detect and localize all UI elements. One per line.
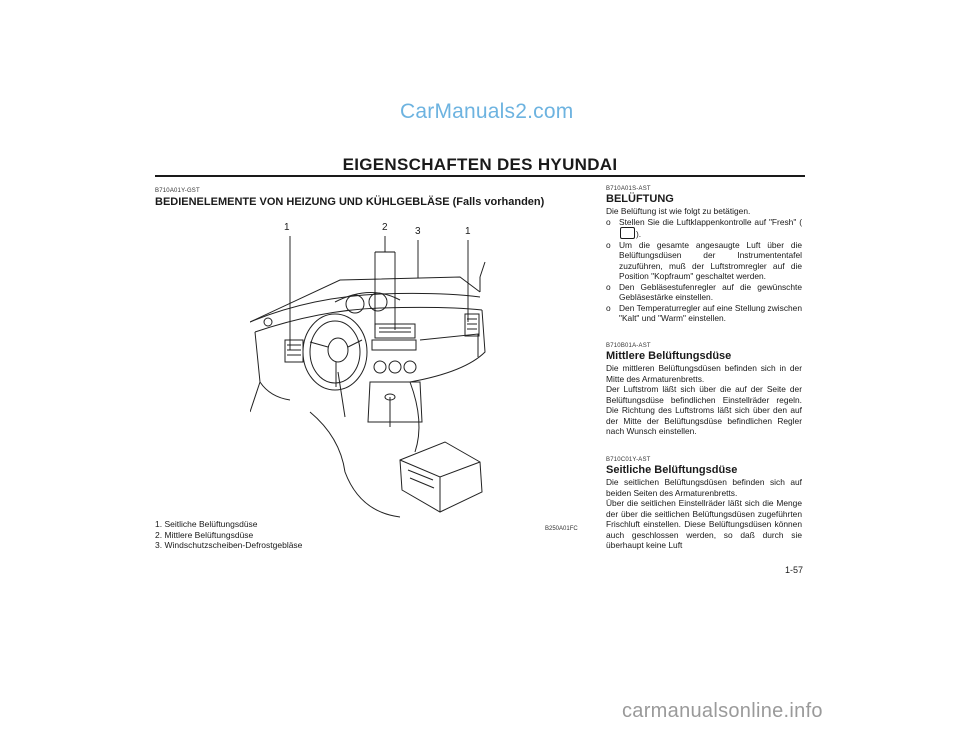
bullet-mark: o (606, 281, 611, 292)
header-divider (155, 175, 805, 177)
section-code: B710C01Y-AST (606, 457, 651, 463)
figure-code: B250A01FC (545, 526, 578, 532)
page-number: 1-57 (785, 565, 804, 575)
bullet-text-end: ). (636, 229, 642, 239)
dashboard-drawing (249, 236, 486, 518)
bullet-item: o Den Temperaturregler auf eine Stellung… (606, 303, 802, 324)
bullet-mark: o (606, 216, 611, 227)
bullet-text: Den Gebläsestufenregler auf die gewünsch… (619, 281, 802, 303)
bullet-text: Den Temperaturregler auf eine Stellung z… (619, 302, 802, 324)
legend-item: 1. Seitliche Belüftungsdüse (155, 519, 258, 529)
section-heading: Mittlere Belüftungsdüse (606, 350, 732, 362)
watermark-logo-top: CarManuals2.com (400, 100, 574, 123)
bullet-item: o Um die gesamte angesaugte Luft über di… (606, 240, 802, 282)
section-heading: BEDIENELEMENTE VON HEIZUNG UND KÜHLGEBLÄ… (155, 196, 545, 208)
legend-item: 2. Mittlere Belüftungsdüse (155, 529, 254, 540)
section-code: B710A01S-AST (606, 186, 651, 192)
callout-label: 1 (284, 222, 290, 233)
bullet-mark: o (606, 302, 611, 313)
section-seitliche-duese: B710C01Y-AST Seitliche Belüftungsdüse Di… (606, 457, 802, 551)
bullet-text: Um die gesamte angesaugte Luft über die … (619, 239, 802, 282)
bullet-item: o Den Gebläsestufenregler auf die gewüns… (606, 282, 802, 303)
page-header-title: EIGENSCHAFTEN DES HYUNDAI (342, 155, 618, 174)
section-mittlere-duese: B710B01A-AST Mittlere Belüftungsdüse Die… (606, 343, 802, 437)
callout-label: 3 (415, 226, 421, 237)
section-body: Die seitlichen Belüftungsdüsen befinden … (606, 477, 802, 550)
callout-label: 2 (382, 222, 388, 233)
section-belueftung: B710A01S-AST BELÜFTUNG Die Belüftung ist… (606, 186, 802, 324)
bullet-item: o Stellen Sie die Luftklappenkontrolle a… (606, 217, 802, 240)
section-heading: Seitliche Belüftungsdüse (606, 464, 738, 476)
bullet-mark: o (606, 239, 611, 250)
section-code: B710B01A-AST (606, 343, 651, 349)
bullet-text: Stellen Sie die Luftklappenkontrolle auf… (619, 216, 802, 227)
dashboard-illustration: 1 2 3 1 (249, 222, 550, 522)
section-code: B710A01Y-GST (155, 188, 200, 194)
section-body: Die mittleren Belüftungsdüsen befinden s… (606, 363, 802, 436)
fresh-air-icon (620, 227, 635, 239)
legend-item: 3. Windschutzscheiben-Defrostgebläse (155, 540, 303, 551)
section-heading: BELÜFTUNG (606, 193, 674, 205)
watermark-logo-bottom: carmanualsonline.info (622, 700, 823, 722)
section-intro: Die Belüftung ist wie folgt zu betätigen… (606, 206, 751, 216)
figure-legend: 1. Seitliche Belüftungsdüse 2. Mittlere … (155, 519, 302, 551)
callout-label: 1 (465, 226, 471, 237)
